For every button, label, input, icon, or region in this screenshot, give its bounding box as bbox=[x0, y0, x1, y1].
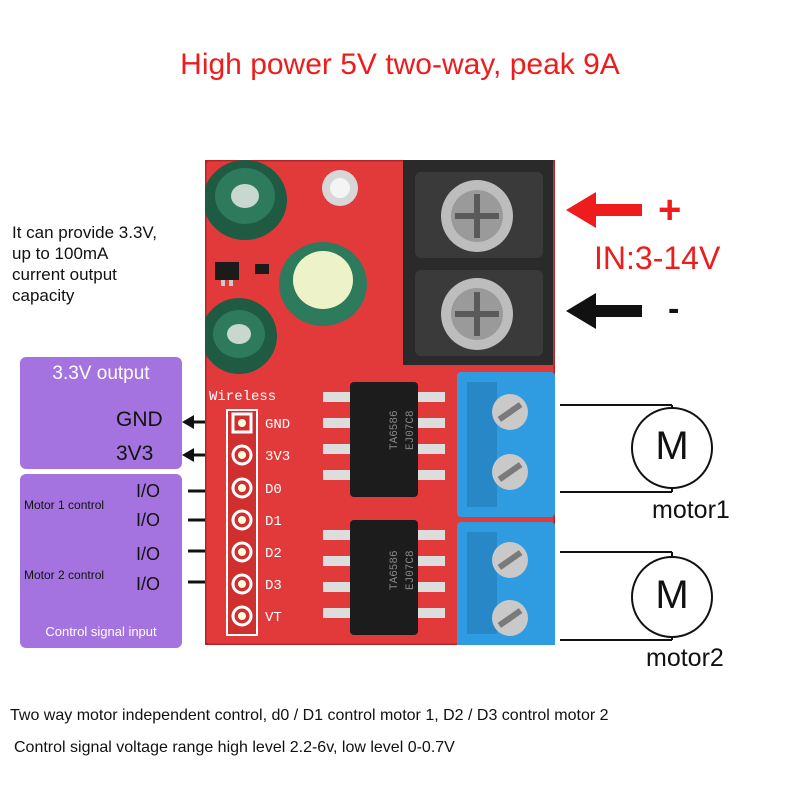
supply-note-line: It can provide 3.3V, bbox=[12, 223, 157, 242]
control-panel bbox=[20, 474, 182, 648]
input-minus-label: - bbox=[668, 290, 680, 328]
output-3v3-label: 3V3 bbox=[116, 442, 154, 465]
silk-pin-d0: D0 bbox=[265, 482, 282, 498]
motor1-label: motor1 bbox=[652, 496, 730, 524]
motor2-control-label: Motor 2 control bbox=[24, 568, 105, 582]
silk-pin-d1: D1 bbox=[265, 514, 282, 530]
capacitor-icon bbox=[205, 298, 277, 374]
input-minus-arrow-icon bbox=[566, 293, 642, 329]
input-range-label: IN:3-14V bbox=[594, 240, 721, 276]
driver-ic-icon bbox=[323, 520, 445, 635]
page-title: High power 5V two-way, peak 9A bbox=[180, 48, 620, 81]
footer-line-1: Two way motor independent control, d0 / … bbox=[10, 707, 609, 724]
motor2-label: motor2 bbox=[646, 644, 724, 672]
output-panel bbox=[20, 357, 182, 469]
supply-note-line: capacity bbox=[12, 286, 75, 305]
ic2-code-label: EJ07C8 bbox=[405, 550, 417, 590]
ic2-part-label: TA6586 bbox=[389, 550, 401, 590]
capacitor-icon bbox=[279, 242, 367, 326]
silk-pin-d3: D3 bbox=[265, 578, 282, 594]
io-label-d1: I/O bbox=[136, 510, 161, 530]
control-signal-input-label: Control signal input bbox=[45, 624, 157, 639]
silk-pin-d2: D2 bbox=[265, 546, 282, 562]
pcb-board: Wireless GND 3V3 D0 D1 D2 D3 VT bbox=[205, 160, 555, 645]
supply-note: It can provide 3.3V, up to 100mA current… bbox=[12, 222, 212, 306]
pin-pad-icon bbox=[231, 541, 253, 563]
motor1-control-label: Motor 1 control bbox=[24, 498, 105, 512]
pin-pad-icon bbox=[231, 412, 253, 434]
motor2-symbol-icon bbox=[560, 551, 713, 641]
motor-terminal-icon bbox=[457, 522, 555, 645]
io-label-d3: I/O bbox=[136, 574, 161, 594]
capacitor-icon bbox=[205, 160, 287, 240]
supply-note-line: current output bbox=[12, 265, 117, 284]
led-icon bbox=[322, 170, 358, 206]
ic1-code-label: EJ07C8 bbox=[405, 410, 417, 450]
pin-pad-icon bbox=[231, 605, 253, 627]
motor1-symbol-icon bbox=[560, 404, 713, 493]
silk-pin-vt: VT bbox=[265, 610, 282, 626]
io-label-d2: I/O bbox=[136, 544, 161, 564]
power-terminal-icon bbox=[403, 160, 553, 365]
pin-pad-icon bbox=[231, 573, 253, 595]
silk-brand: Wireless bbox=[209, 389, 276, 405]
io-label-d0: I/O bbox=[136, 481, 161, 501]
input-plus-label: + bbox=[658, 188, 682, 232]
pin-pad-icon bbox=[231, 477, 253, 499]
driver-ic-icon bbox=[323, 382, 445, 497]
silk-pin-3v3: 3V3 bbox=[265, 449, 290, 465]
pin-pad-icon bbox=[231, 444, 253, 466]
ic1-part-label: TA6586 bbox=[389, 410, 401, 450]
motor1-symbol-letter: M bbox=[655, 424, 689, 468]
footer-line-2: Control signal voltage range high level … bbox=[14, 739, 455, 756]
regulator-icon bbox=[215, 262, 269, 286]
output-panel-title: 3.3V output bbox=[52, 363, 150, 384]
pin-pad-icon bbox=[231, 509, 253, 531]
output-gnd-label: GND bbox=[116, 408, 163, 431]
silk-pin-gnd: GND bbox=[265, 417, 290, 433]
motor2-symbol-letter: M bbox=[655, 573, 689, 617]
input-plus-arrow-icon bbox=[566, 192, 642, 228]
supply-note-line: up to 100mA bbox=[12, 244, 109, 263]
motor-terminal-icon bbox=[457, 372, 555, 517]
